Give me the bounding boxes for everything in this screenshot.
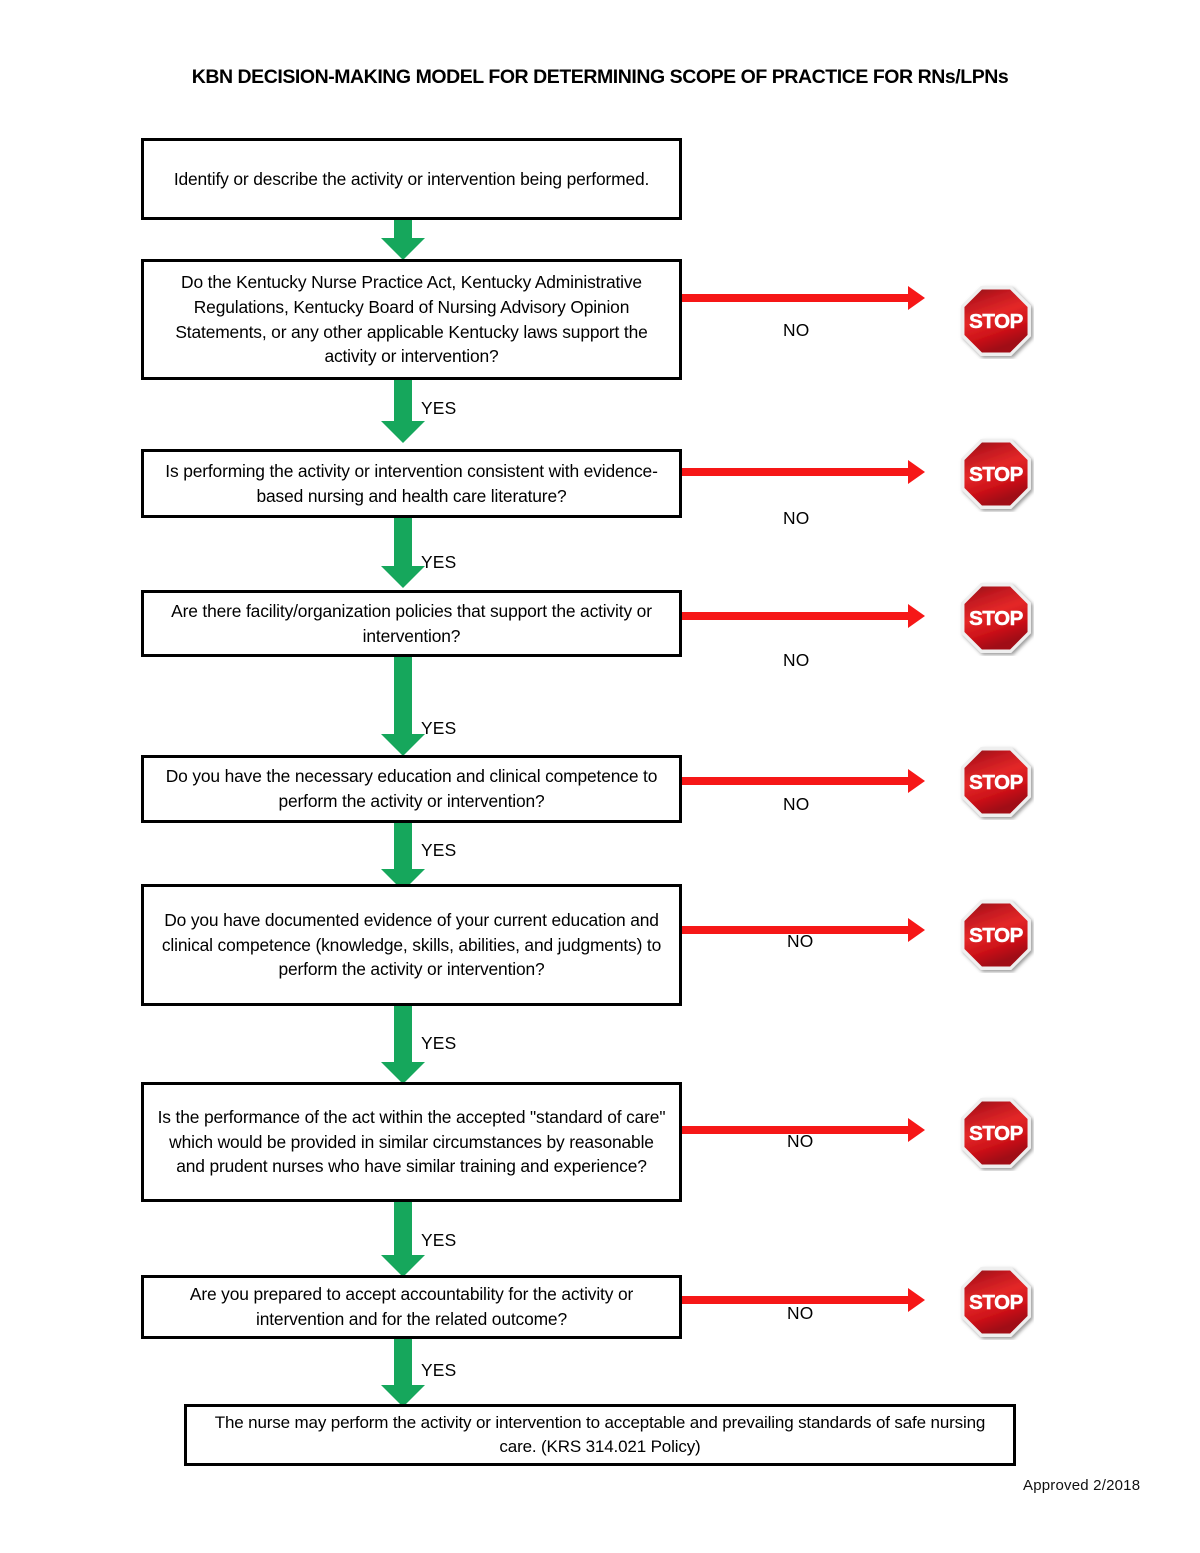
approval-note: Approved 2/2018 bbox=[1023, 1477, 1141, 1494]
arrow-shaft bbox=[394, 220, 412, 238]
arrow-shaft bbox=[682, 468, 910, 476]
no-arrow-q1 bbox=[682, 286, 925, 310]
node-q6-label: Is the performance of the act within the… bbox=[157, 1106, 666, 1177]
arrow-head bbox=[908, 460, 925, 484]
node-q7: Are you prepared to accept accountabilit… bbox=[141, 1275, 682, 1339]
stop-sign-text: STOP bbox=[969, 310, 1023, 333]
no-label-q4: NO bbox=[783, 794, 810, 814]
node-q5: Do you have documented evidence of your … bbox=[141, 884, 682, 1006]
stop-sign-q2: STOP bbox=[958, 436, 1034, 512]
yes-arrow-start-to-q1 bbox=[381, 220, 425, 260]
arrow-head bbox=[908, 769, 925, 793]
arrow-shaft bbox=[394, 380, 412, 421]
stop-sign-q6: STOP bbox=[958, 1095, 1034, 1171]
arrow-shaft bbox=[394, 657, 412, 734]
yes-arrow-q4-to-q5 bbox=[381, 823, 425, 891]
yes-label-q3: YES bbox=[421, 718, 457, 738]
node-end-label: The nurse may perform the activity or in… bbox=[214, 1412, 986, 1456]
yes-label-q4: YES bbox=[421, 840, 457, 860]
node-q4-label: Do you have the necessary education and … bbox=[165, 766, 658, 811]
stop-sign-text: STOP bbox=[969, 1291, 1023, 1314]
node-q5-label: Do you have documented evidence of your … bbox=[161, 909, 662, 980]
node-q2-label: Is performing the activity or interventi… bbox=[165, 460, 658, 506]
arrow-shaft bbox=[682, 294, 910, 302]
arrow-head bbox=[908, 918, 925, 942]
yes-arrow-q3-to-q4 bbox=[381, 657, 425, 756]
yes-arrow-q5-to-q6 bbox=[381, 1006, 425, 1084]
no-arrow-q3 bbox=[682, 604, 925, 628]
node-q3: Are there facility/organization policies… bbox=[141, 590, 682, 657]
node-q1-label: Do the Kentucky Nurse Practice Act, Kent… bbox=[175, 271, 648, 367]
arrow-shaft bbox=[682, 777, 910, 785]
stop-sign-text: STOP bbox=[969, 463, 1023, 486]
no-label-q1: NO bbox=[783, 320, 810, 340]
arrow-shaft bbox=[682, 1296, 910, 1304]
page-title: KBN DECISION-MAKING MODEL FOR DETERMININ… bbox=[191, 66, 1009, 88]
yes-label-q2: YES bbox=[421, 552, 457, 572]
yes-label-q5: YES bbox=[421, 1033, 457, 1053]
arrow-shaft bbox=[682, 612, 910, 620]
stop-sign-text: STOP bbox=[969, 924, 1023, 947]
stop-sign-text: STOP bbox=[969, 1122, 1023, 1145]
yes-arrow-q1-to-q2 bbox=[381, 380, 425, 443]
stop-sign-q1: STOP bbox=[958, 283, 1034, 359]
stop-sign-text: STOP bbox=[969, 607, 1023, 630]
arrow-head bbox=[381, 1385, 425, 1407]
arrow-shaft bbox=[682, 926, 910, 934]
node-q1: Do the Kentucky Nurse Practice Act, Kent… bbox=[141, 259, 682, 380]
yes-arrow-q7-to-end bbox=[381, 1339, 425, 1407]
arrow-head bbox=[381, 1062, 425, 1084]
no-arrow-q7 bbox=[682, 1288, 925, 1312]
arrow-shaft bbox=[394, 518, 412, 566]
arrow-head bbox=[381, 566, 425, 588]
yes-label-q1: YES bbox=[421, 398, 457, 418]
no-label-q3: NO bbox=[783, 650, 810, 670]
yes-label-q6: YES bbox=[421, 1230, 457, 1250]
no-label-q2: NO bbox=[783, 508, 810, 528]
node-q3-label: Are there facility/organization policies… bbox=[171, 600, 652, 646]
arrow-head bbox=[381, 421, 425, 443]
node-q6: Is the performance of the act within the… bbox=[141, 1082, 682, 1202]
yes-arrow-q6-to-q7 bbox=[381, 1202, 425, 1277]
arrow-shaft bbox=[394, 1202, 412, 1255]
arrow-head bbox=[908, 286, 925, 310]
arrow-shaft bbox=[682, 1126, 910, 1134]
arrow-head bbox=[381, 1255, 425, 1277]
arrow-shaft bbox=[394, 1006, 412, 1062]
no-label-q6: NO bbox=[787, 1131, 814, 1151]
no-label-q5: NO bbox=[787, 931, 814, 951]
arrow-head bbox=[908, 1118, 925, 1142]
node-start: Identify or describe the activity or int… bbox=[141, 138, 682, 220]
stop-sign-q3: STOP bbox=[958, 580, 1034, 656]
arrow-shaft bbox=[394, 1339, 412, 1385]
no-arrow-q6 bbox=[682, 1118, 925, 1142]
arrow-head bbox=[908, 1288, 925, 1312]
arrow-head bbox=[381, 734, 425, 756]
no-label-q7: NO bbox=[787, 1303, 814, 1323]
arrow-head bbox=[908, 604, 925, 628]
yes-label-q7: YES bbox=[421, 1360, 457, 1380]
stop-sign-q7: STOP bbox=[958, 1264, 1034, 1340]
yes-arrow-q2-to-q3 bbox=[381, 518, 425, 588]
node-end: The nurse may perform the activity or in… bbox=[184, 1404, 1016, 1466]
arrow-shaft bbox=[394, 823, 412, 869]
stop-sign-text: STOP bbox=[969, 771, 1023, 794]
no-arrow-q2 bbox=[682, 460, 925, 484]
no-arrow-q5 bbox=[682, 918, 925, 942]
arrow-head bbox=[381, 238, 425, 260]
stop-sign-q5: STOP bbox=[958, 897, 1034, 973]
node-q4: Do you have the necessary education and … bbox=[141, 755, 682, 823]
node-q7-label: Are you prepared to accept accountabilit… bbox=[189, 1284, 634, 1329]
stop-sign-q4: STOP bbox=[958, 744, 1034, 820]
node-q2: Is performing the activity or interventi… bbox=[141, 449, 682, 518]
no-arrow-q4 bbox=[682, 769, 925, 793]
node-start-label: Identify or describe the activity or int… bbox=[173, 168, 650, 189]
